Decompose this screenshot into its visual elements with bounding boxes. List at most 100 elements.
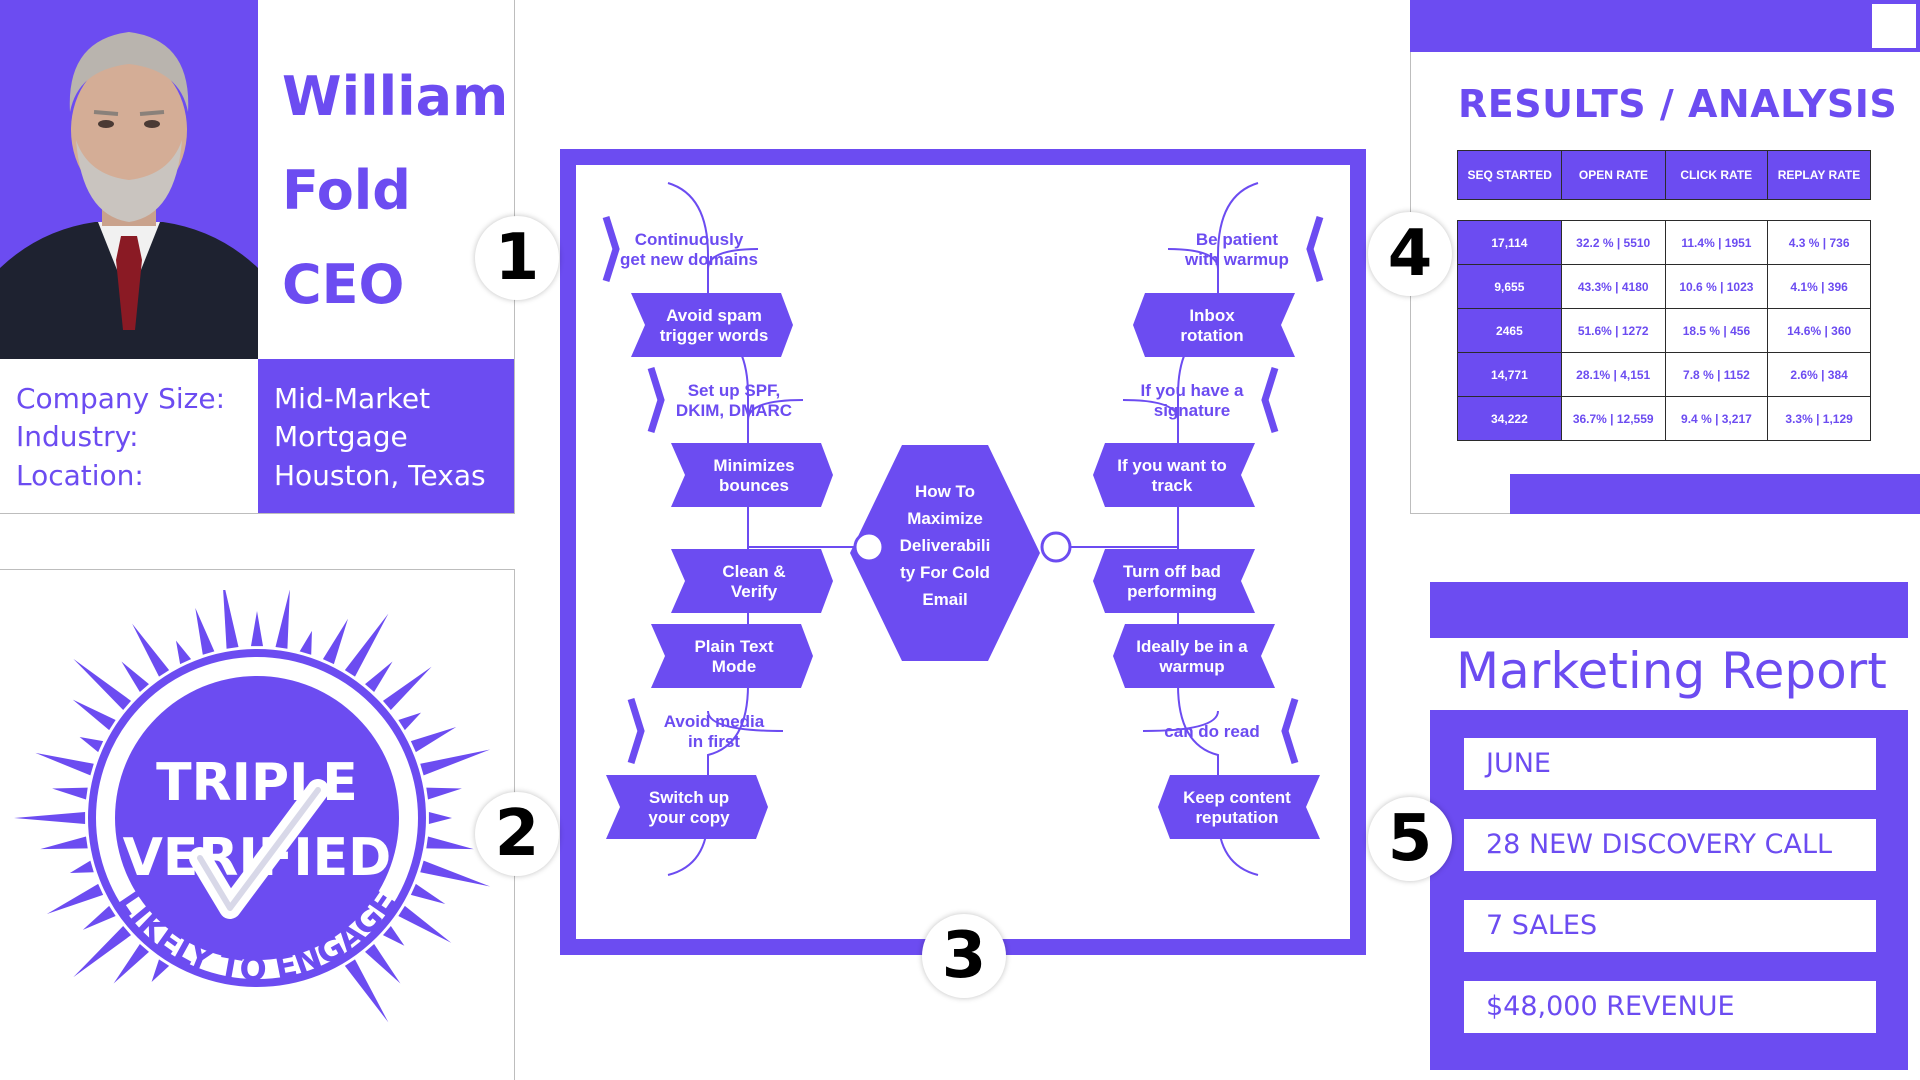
table-cell: 10.6 % | 1023 bbox=[1664, 264, 1769, 309]
number-badge-2: 2 bbox=[475, 792, 559, 876]
sunburst-ray bbox=[299, 630, 312, 655]
mindmap-item-shape bbox=[1158, 775, 1320, 839]
sunburst-ray bbox=[69, 860, 94, 873]
sunburst-ray bbox=[428, 811, 452, 825]
info-values-panel bbox=[258, 359, 514, 513]
table-cell: 3.3% | 1,129 bbox=[1767, 396, 1871, 441]
sunburst-ray bbox=[426, 836, 474, 850]
last-name: Fold bbox=[282, 159, 411, 222]
company-size-value: Mid-Market bbox=[274, 382, 431, 415]
mindmap-center-line: How To bbox=[915, 482, 975, 501]
table-cell: 14,771 bbox=[1457, 352, 1562, 397]
sunburst-ray bbox=[46, 883, 104, 914]
sunburst-ray bbox=[365, 943, 401, 984]
sunburst-ray bbox=[35, 752, 94, 776]
sunburst-ray bbox=[73, 926, 132, 978]
mindmap-item-shape bbox=[606, 775, 768, 839]
report-item-month: JUNE bbox=[1464, 738, 1876, 790]
mindmap-item-shape bbox=[1093, 443, 1255, 507]
mindmap-item-shape bbox=[602, 215, 620, 283]
table-cell: 9,655 bbox=[1457, 264, 1562, 309]
mindmap-item-shape bbox=[1261, 366, 1279, 434]
job-title: CEO bbox=[282, 253, 405, 316]
report-item-discovery-calls: 28 NEW DISCOVERY CALL bbox=[1464, 819, 1876, 871]
location-value: Houston, Texas bbox=[274, 459, 486, 492]
sunburst-ray bbox=[14, 811, 86, 825]
table-cell: 2465 bbox=[1457, 308, 1562, 353]
sunburst-ray bbox=[426, 787, 462, 800]
sunburst-ray bbox=[151, 959, 170, 983]
mindmap-item-shape bbox=[1133, 293, 1295, 357]
mindmap-item-shape bbox=[627, 697, 645, 765]
sunburst-ray bbox=[82, 905, 116, 930]
sunburst-ray bbox=[382, 666, 432, 710]
table-cell: 32.2 % | 5510 bbox=[1560, 220, 1666, 265]
table-cell: 36.7% | 12,559 bbox=[1560, 396, 1666, 441]
sunburst-ray bbox=[344, 959, 389, 1023]
header-open-rate: OPEN RATE bbox=[1561, 150, 1666, 200]
report-item-revenue: $48,000 REVENUE bbox=[1464, 981, 1876, 1033]
sunburst-ray bbox=[398, 905, 452, 943]
right-connector-node bbox=[1040, 531, 1072, 563]
report-item-sales: 7 SALES bbox=[1464, 900, 1876, 952]
sunburst-ray bbox=[344, 613, 389, 677]
sunburst-ray bbox=[365, 661, 393, 693]
table-cell: 51.6% | 1272 bbox=[1560, 308, 1666, 353]
results-top-bar bbox=[1410, 0, 1920, 52]
sunburst-ray bbox=[175, 640, 192, 665]
mindmap-item-shape bbox=[647, 366, 665, 434]
sunburst-ray bbox=[250, 611, 264, 647]
number-badge-1: 1 bbox=[475, 216, 559, 300]
sunburst-ray bbox=[121, 661, 149, 693]
mindmap-connector bbox=[707, 710, 784, 732]
mindmap-center-line: Maximize bbox=[907, 509, 983, 528]
number-badge-3: 3 bbox=[922, 914, 1006, 998]
mindmap-connector bbox=[1122, 399, 1179, 421]
profile-photo bbox=[0, 0, 258, 359]
sunburst-rays bbox=[14, 590, 491, 1023]
table-cell: 14.6% | 360 bbox=[1767, 308, 1871, 353]
table-cell: 4.1% | 396 bbox=[1767, 264, 1871, 309]
sunburst-ray bbox=[79, 736, 104, 753]
sunburst-ray bbox=[410, 727, 457, 753]
mindmap-item-shape bbox=[1093, 549, 1255, 613]
mindmap-connector bbox=[707, 248, 759, 270]
sunburst-ray bbox=[132, 623, 170, 677]
left-trunk bbox=[667, 182, 749, 876]
location-label: Location: bbox=[16, 459, 144, 492]
sunburst-ray bbox=[52, 787, 88, 800]
number-badge-5: 5 bbox=[1368, 797, 1452, 881]
sunburst-ray bbox=[322, 618, 348, 665]
mindmap-item-label: can do read bbox=[1164, 722, 1259, 741]
header-click-rate: CLICK RATE bbox=[1664, 150, 1768, 200]
mindmap-item-shape bbox=[1306, 215, 1324, 283]
sunburst-ray bbox=[40, 836, 88, 850]
mindmap-item-shape bbox=[651, 624, 813, 688]
mindmap-center-line: Deliverabili bbox=[900, 536, 991, 555]
results-header-table: SEQ STARTED OPEN RATE CLICK RATE REPLAY … bbox=[1456, 150, 1872, 200]
mindmap-item-shape bbox=[1113, 624, 1275, 688]
sunburst-ray bbox=[398, 712, 422, 731]
report-title: Marketing Report bbox=[1456, 642, 1887, 700]
results-title: RESULTS / ANALYSIS bbox=[1458, 82, 1898, 126]
sunburst-ray bbox=[410, 883, 446, 904]
badge-line1: TRIPLE bbox=[156, 753, 358, 813]
company-size-label: Company Size: bbox=[16, 382, 226, 415]
table-cell: 9.4 % | 3,217 bbox=[1664, 396, 1769, 441]
results-bottom-bar bbox=[1510, 474, 1920, 514]
triple-verified-badge: TRIPLE VERIFIED LIKELY TO ENGAGE bbox=[14, 590, 491, 1023]
